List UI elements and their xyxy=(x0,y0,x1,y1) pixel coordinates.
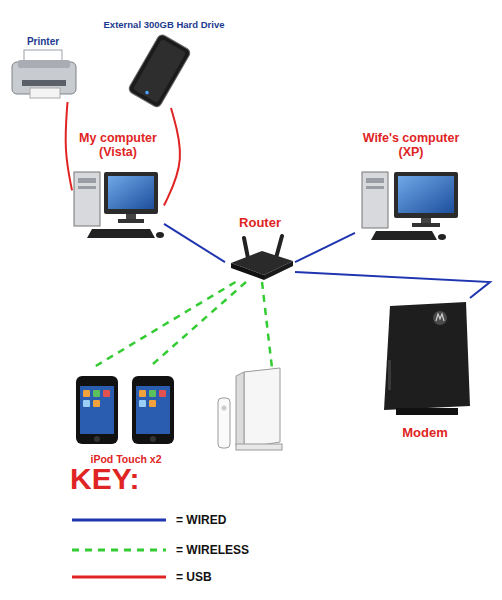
pc-drive-bay xyxy=(366,186,384,189)
wireless-link xyxy=(92,282,235,368)
ipod-body xyxy=(132,376,174,444)
key-heading: KEY: xyxy=(70,462,139,496)
device-node: iPod Touch x2 xyxy=(70,368,182,466)
pc-tower xyxy=(74,172,100,226)
legend-line-sample xyxy=(72,576,166,579)
device-node: External 300GB Hard Drive xyxy=(94,20,234,108)
legend-row: = WIRELESS xyxy=(70,540,249,560)
modem-base xyxy=(396,408,458,415)
device-node: My computer (Vista) xyxy=(72,132,164,240)
wii-remote xyxy=(218,398,230,448)
modem-body xyxy=(384,302,470,410)
device-label: My computer (Vista) xyxy=(72,132,164,160)
legend-sample xyxy=(70,540,170,560)
pc-drive-bay xyxy=(78,178,96,183)
legend-row: = USB xyxy=(70,567,212,587)
pc-drive-bay xyxy=(366,178,384,183)
ipod-icon xyxy=(83,390,90,397)
device-label: Router xyxy=(239,216,281,230)
legend-row: = WIRED xyxy=(70,510,226,530)
device-node: Modem xyxy=(375,298,475,440)
usb-cable xyxy=(164,108,180,205)
ipod-body xyxy=(76,376,118,444)
router-side xyxy=(231,263,264,280)
wireless-link xyxy=(148,282,246,368)
wired-cable xyxy=(295,272,490,298)
wired-cable xyxy=(295,233,355,262)
wireless-link xyxy=(262,282,272,368)
router-top xyxy=(231,251,293,275)
usb-cable xyxy=(66,102,72,190)
ipod-icon xyxy=(149,390,156,397)
monitor-screen xyxy=(398,176,454,213)
ipod-icon xyxy=(103,390,110,397)
wired-cable xyxy=(164,224,225,262)
modem-logo xyxy=(433,311,447,325)
router-side xyxy=(264,261,293,280)
ipod-icon xyxy=(93,390,100,397)
device-label: Wife's computer (XP) xyxy=(355,132,467,160)
router-antenna xyxy=(276,236,282,258)
wii-stand xyxy=(236,444,282,450)
monitor-frame xyxy=(104,172,158,214)
modem-lights xyxy=(388,360,391,390)
pc-drive-bay xyxy=(78,186,96,189)
monitor-screen xyxy=(108,176,154,209)
router-antenna xyxy=(244,238,248,258)
legend-sample xyxy=(70,510,170,530)
device-node: Router xyxy=(225,216,295,282)
ipod-button xyxy=(94,436,100,442)
wii-console-side xyxy=(236,372,244,448)
pc-tower xyxy=(362,172,388,228)
printer-slot xyxy=(22,80,66,86)
wii-remote-button xyxy=(222,406,227,411)
ipod-button xyxy=(150,436,156,442)
monitor-base xyxy=(412,223,440,227)
legend-sample xyxy=(70,567,170,587)
ipod-icon xyxy=(139,390,146,397)
device-label: External 300GB Hard Drive xyxy=(104,20,225,30)
device-label: Printer xyxy=(27,36,59,47)
hard-drive-led xyxy=(145,90,150,95)
ipod-icon xyxy=(159,390,166,397)
ipod-icon xyxy=(93,400,100,407)
legend-text: = WIRELESS xyxy=(176,543,249,557)
printer-lid xyxy=(18,60,70,68)
monitor-frame xyxy=(394,172,458,218)
ipod-screen xyxy=(80,386,114,434)
device-node: Printer xyxy=(8,36,78,102)
modem-logo-mark xyxy=(436,314,444,321)
ipod-icon xyxy=(83,400,90,407)
mouse xyxy=(438,234,446,240)
keyboard xyxy=(87,229,155,238)
device-node: Wife's computer (XP) xyxy=(355,132,467,244)
ipod-icon xyxy=(149,400,156,407)
hard-drive-body xyxy=(127,33,191,108)
device-label: Modem xyxy=(402,426,448,440)
legend-line-sample xyxy=(72,549,166,552)
monitor-base xyxy=(118,219,144,223)
printer-output-paper xyxy=(30,88,60,98)
ipod-screen xyxy=(136,386,170,434)
legend-text: = WIRED xyxy=(176,513,226,527)
keyboard xyxy=(371,231,437,240)
mouse xyxy=(156,232,164,238)
hard-drive-face xyxy=(133,39,186,103)
legend-text: = USB xyxy=(176,570,212,584)
legend-line-sample xyxy=(72,519,166,522)
ipod-icon xyxy=(139,400,146,407)
wii-console xyxy=(244,368,280,448)
